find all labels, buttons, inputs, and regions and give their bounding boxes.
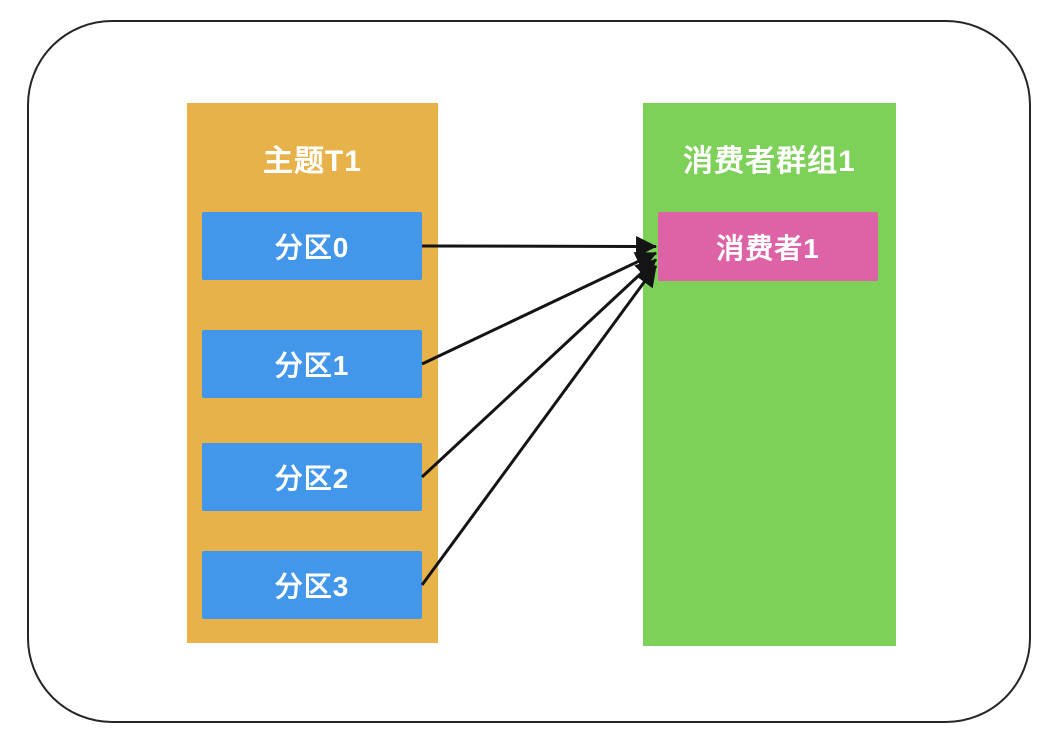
partition-box-0: 分区0 [202, 212, 422, 280]
consumer-box: 消费者1 [658, 212, 878, 281]
topic-box: 主题T1 分区0 分区1 分区2 分区3 [187, 103, 438, 643]
partition-label-2: 分区2 [274, 463, 350, 494]
partition-box-2: 分区2 [202, 443, 422, 511]
partition-box-3: 分区3 [202, 551, 422, 619]
consumer-group-title: 消费者群组1 [683, 145, 856, 178]
partition-box-1: 分区1 [202, 330, 422, 398]
outer-rounded-frame [27, 20, 1031, 723]
partition-label-1: 分区1 [274, 350, 350, 381]
consumer-label: 消费者1 [716, 232, 820, 264]
consumer-group-box: 消费者群组1 消费者1 [643, 103, 896, 646]
partition-label-3: 分区3 [274, 571, 350, 602]
partition-label-0: 分区0 [274, 232, 350, 263]
topic-title: 主题T1 [262, 145, 362, 178]
